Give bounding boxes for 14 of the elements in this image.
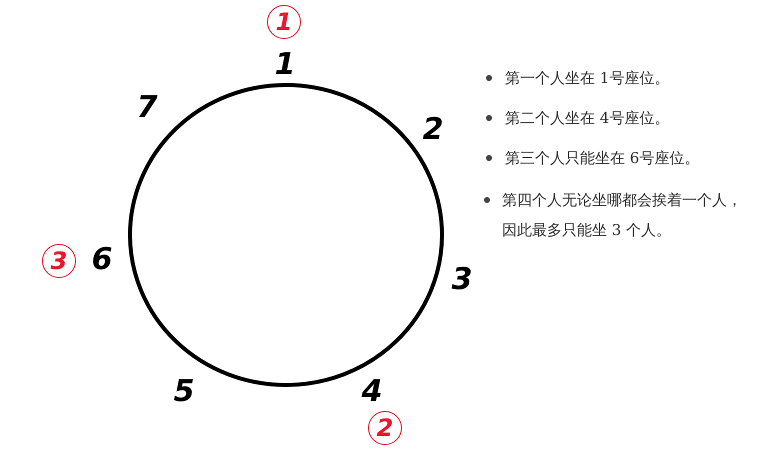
seat-number: 6 [92, 244, 112, 276]
list-item: 第一个人坐在 1号座位。 [505, 68, 670, 89]
list-item: 第二个人坐在 4号座位。 [505, 108, 670, 129]
seat-number: 3 [452, 264, 472, 296]
list-item: 第三个人只能坐在 6号座位。 [505, 148, 700, 169]
seat-number: 1 [274, 49, 296, 81]
circled-number: 3 [42, 244, 76, 278]
list-item: 第四个人无论坐哪都会挨着一个人，因此最多只能坐 3 个人。 [502, 190, 743, 241]
seat-number: 5 [174, 376, 194, 408]
seat-number: 4 [362, 376, 382, 408]
seat-number: 7 [136, 92, 158, 124]
circled-number: 2 [368, 411, 402, 445]
seat-number: 2 [422, 114, 444, 146]
circled-number: 1 [267, 5, 301, 39]
